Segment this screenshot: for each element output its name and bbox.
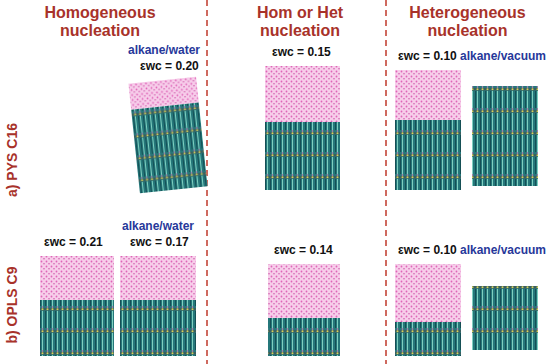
dashed-divider — [385, 0, 387, 364]
parameter-label: εwc = 0.10 — [398, 50, 457, 64]
parameter-label: εwc = 0.10 — [398, 244, 457, 258]
column-heading: Homogeneous nucleation — [35, 4, 165, 41]
snapshot — [120, 256, 196, 356]
row-label: b) OPLS C9 — [4, 266, 20, 343]
system-label: alkane/water — [128, 44, 200, 58]
parameter-label: εwc = 0.14 — [274, 244, 333, 258]
snapshot — [268, 264, 340, 356]
system-label: alkane/vacuum — [460, 244, 546, 258]
parameter-label: εwc = 0.20 — [140, 60, 199, 74]
snapshot — [395, 70, 461, 190]
row-label: a) PYS C16 — [4, 123, 20, 197]
column-heading: Hom or Het nucleation — [240, 4, 360, 41]
snapshot — [128, 77, 207, 194]
parameter-label: εwc = 0.17 — [130, 236, 189, 250]
system-label: alkane/water — [122, 220, 194, 234]
snapshot — [395, 264, 461, 356]
system-label: alkane/vacuum — [460, 50, 546, 64]
snapshot — [40, 256, 114, 356]
snapshot — [472, 286, 538, 350]
column-heading: Heterogeneous nucleation — [395, 4, 540, 41]
parameter-label: εwc = 0.15 — [272, 46, 331, 60]
parameter-label: εwc = 0.21 — [44, 236, 103, 250]
snapshot — [265, 66, 340, 190]
snapshot — [472, 86, 538, 186]
